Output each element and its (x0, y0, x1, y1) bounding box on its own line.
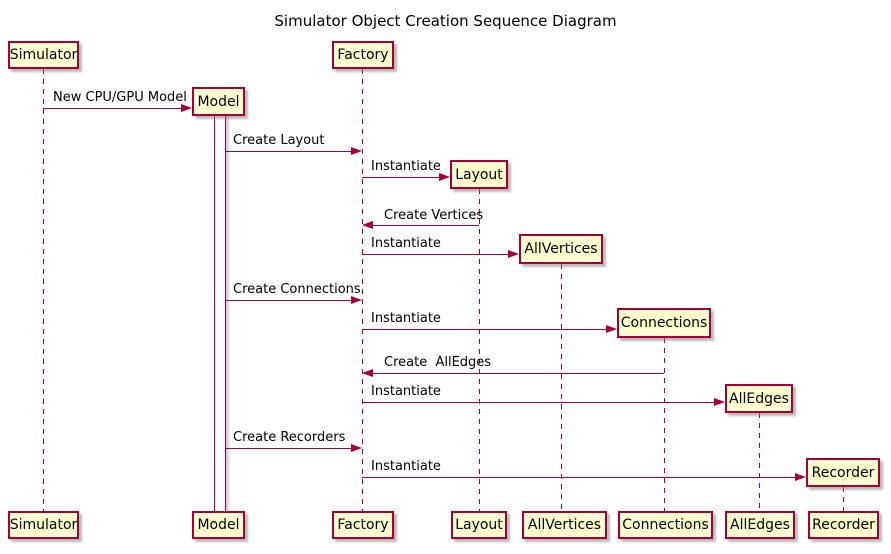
lifeline-simulator (43, 69, 44, 511)
arrowhead-icon (362, 221, 373, 229)
diagram-title: Simulator Object Creation Sequence Diagr… (274, 12, 617, 30)
arrowhead-icon (439, 173, 450, 181)
lifeline-connections (664, 338, 665, 511)
arrowhead-icon (351, 296, 362, 304)
message-arrow-new-model (43, 104, 192, 113)
message-arrow-instantiate-recorder (362, 473, 806, 482)
arrow-line (43, 107, 184, 109)
arrowhead-icon (606, 325, 617, 333)
message-label-instantiate-allvertices: Instantiate (371, 236, 441, 251)
arrowhead-icon (362, 369, 373, 377)
message-label-instantiate-recorder: Instantiate (371, 459, 441, 474)
arrow-line (362, 328, 609, 330)
message-arrow-create-layout (226, 147, 362, 156)
message-label-instantiate-layout: Instantiate (371, 159, 441, 174)
lifeline-alledges (759, 413, 760, 511)
arrow-line (362, 253, 511, 255)
arrow-line (226, 447, 354, 449)
participant-factory-bottom: Factory (332, 511, 394, 539)
arrow-line (226, 150, 354, 152)
message-arrow-create-recorders (226, 444, 362, 453)
message-label-create-vertices: Create Vertices (384, 208, 484, 223)
arrow-line (362, 176, 442, 178)
arrowhead-icon (181, 104, 192, 112)
arrow-line (370, 224, 479, 226)
message-arrow-instantiate-alledges (362, 398, 725, 407)
lifeline-layout (479, 189, 480, 511)
message-arrow-create-alledges (362, 369, 664, 378)
activation-bar-model (214, 114, 226, 511)
participant-connections-bottom: Connections (618, 511, 713, 539)
arrow-line (370, 372, 664, 374)
message-label-create-recorders: Create Recorders (233, 430, 346, 445)
message-label-create-layout: Create Layout (233, 133, 325, 148)
message-arrow-instantiate-allvertices (362, 250, 519, 259)
message-label-instantiate-alledges: Instantiate (371, 384, 441, 399)
object-layout-created: Layout (450, 160, 508, 189)
participant-allvertices-bottom: AllVertices (522, 511, 607, 539)
arrow-line (226, 299, 354, 301)
participant-layout-bottom: Layout (451, 511, 507, 539)
object-model-created: Model (192, 87, 245, 116)
participant-simulator-top: Simulator (8, 41, 79, 69)
message-label-create-connections: Create Connections (233, 282, 361, 297)
lifeline-factory (362, 69, 363, 511)
lifeline-allvertices (561, 264, 562, 511)
message-arrow-create-vertices (362, 221, 479, 230)
participant-simulator-bottom: Simulator (8, 511, 79, 539)
object-allvertices-created: AllVertices (519, 234, 603, 264)
arrowhead-icon (795, 473, 806, 481)
message-label-create-alledges: Create AllEdges (384, 355, 492, 370)
message-arrow-instantiate-connections (362, 325, 617, 334)
arrowhead-icon (508, 250, 519, 258)
message-arrow-create-connections (226, 296, 362, 305)
arrowhead-icon (351, 444, 362, 452)
arrow-line (362, 401, 717, 403)
arrowhead-icon (351, 147, 362, 155)
object-connections-created: Connections (617, 308, 711, 338)
message-arrow-instantiate-layout (362, 173, 450, 182)
participant-factory-top: Factory (332, 41, 394, 69)
message-label-instantiate-connections: Instantiate (371, 311, 441, 326)
object-alledges-created: AllEdges (725, 384, 793, 413)
message-label-new-model: New CPU/GPU Model (53, 90, 187, 105)
participant-alledges-bottom: AllEdges (725, 511, 795, 539)
lifeline-recorder (843, 487, 844, 511)
object-recorder-created: Recorder (806, 458, 880, 487)
arrowhead-icon (714, 398, 725, 406)
participant-model-bottom: Model (192, 511, 245, 539)
participant-recorder-bottom: Recorder (808, 511, 879, 539)
arrow-line (362, 476, 798, 478)
